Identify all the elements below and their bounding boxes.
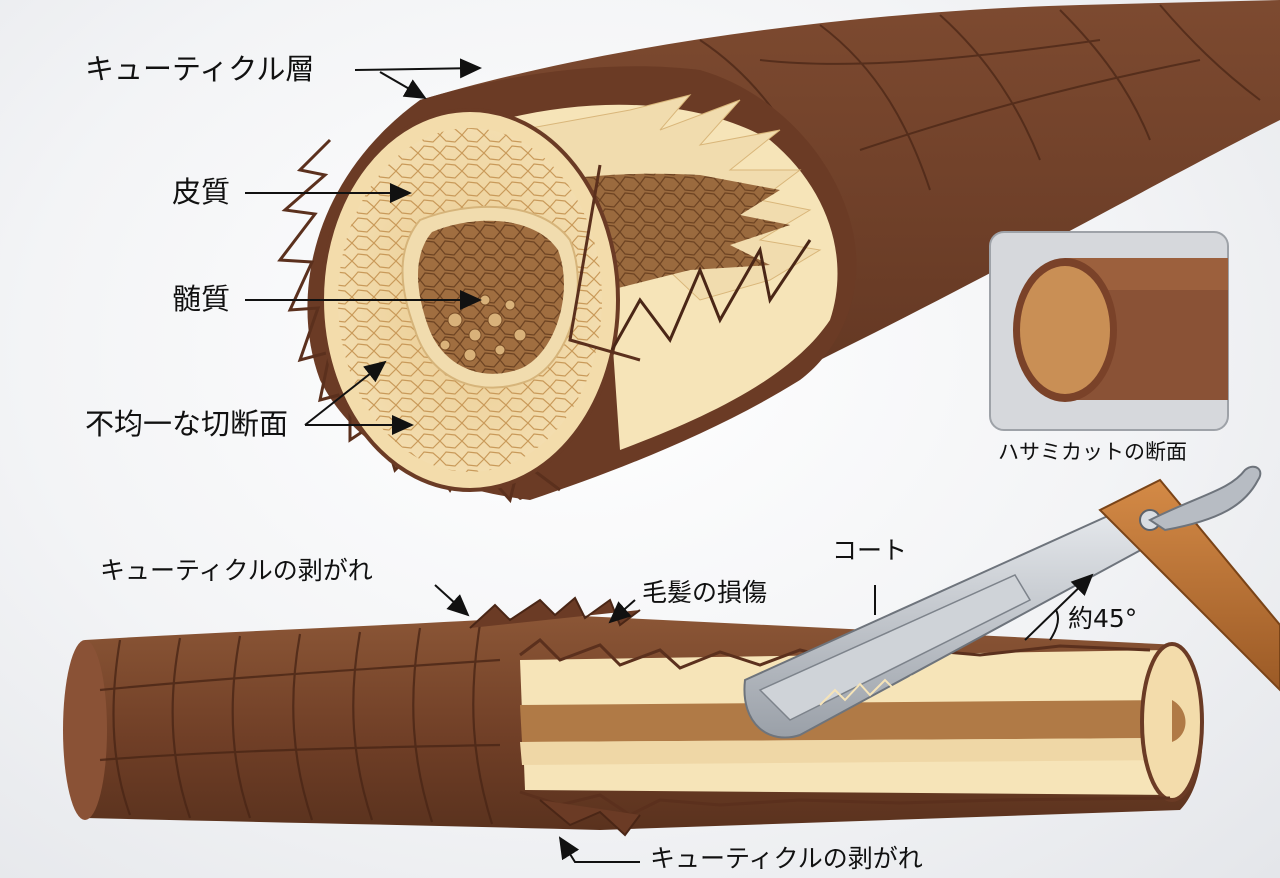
label-medulla: 髄質	[172, 282, 231, 316]
label-angle: 約45°	[1068, 604, 1138, 633]
upper-hair-shaft	[277, 0, 1280, 504]
label-hair-damage: 毛髪の損傷	[642, 578, 768, 607]
label-cuticle-peel-top: キューティクルの剥がれ	[100, 556, 373, 585]
razor	[743, 465, 1280, 739]
label-cuticle-peel-bottom: キューティクルの剥がれ	[650, 844, 923, 873]
label-cuticle-layer: キューティクル層	[85, 52, 315, 86]
label-coat: コート	[832, 536, 908, 565]
annotation-arrows	[245, 58, 1094, 863]
label-cortex: 皮質	[172, 175, 231, 209]
label-scissor-caption: ハサミカットの断面	[998, 440, 1187, 464]
scissor-cut-inset	[989, 231, 1229, 431]
label-uneven-section: 不均一な切断面	[85, 407, 289, 441]
